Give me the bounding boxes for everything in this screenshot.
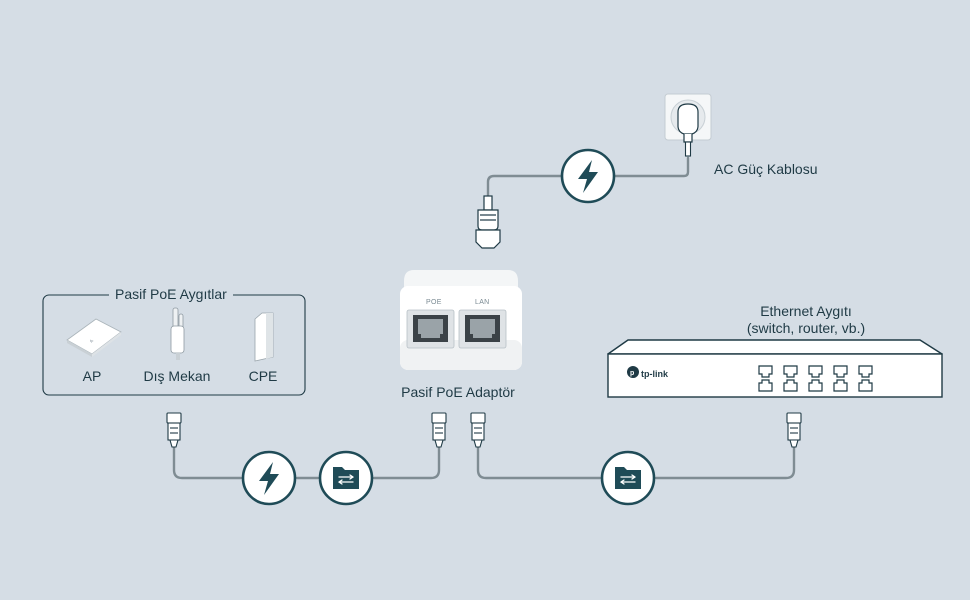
ethernet-device-label: Ethernet Aygıtı (760, 303, 852, 319)
switch-brand-logo: tp-link (641, 369, 668, 379)
ac-cable (612, 156, 690, 178)
poe-adapter-icon (400, 270, 522, 370)
data-folder-icon (600, 450, 656, 506)
lan-cable (476, 444, 602, 480)
poe-devices-group-title: Pasif PoE Aygıtlar (109, 286, 233, 302)
device-label-cpe: CPE (248, 368, 278, 384)
rj45-plug-icon (470, 412, 486, 448)
lan-cable-2 (654, 444, 796, 480)
adapter-port-label-lan: LAN (475, 299, 490, 306)
cpe-icon (254, 312, 274, 362)
switch-ports (758, 365, 873, 392)
data-folder-icon (318, 450, 374, 506)
rj45-plug-icon (431, 412, 447, 448)
device-label-outdoor: Dış Mekan (143, 368, 211, 384)
adapter-port-label-poe: POE (426, 299, 442, 306)
wall-outlet-icon (664, 93, 712, 157)
power-cord-label: AC Güç Kablosu (714, 161, 818, 177)
ethernet-switch-icon: p (607, 339, 943, 398)
access-point-icon: tp (66, 318, 122, 357)
ethernet-device-sublabel: (switch, router, vb.) (746, 320, 866, 336)
power-icon (241, 450, 297, 506)
power-icon (560, 148, 616, 204)
iec-connector-icon (475, 195, 501, 249)
svg-text:p: p (630, 370, 634, 377)
device-label-ap: AP (82, 368, 102, 384)
ac-cable-2 (486, 174, 564, 200)
svg-text:tp: tp (90, 338, 94, 343)
outdoor-ap-icon (170, 307, 185, 360)
poe-cable-3 (372, 444, 441, 480)
poe-cable (172, 444, 243, 480)
rj45-plug-icon (786, 412, 802, 448)
adapter-label: Pasif PoE Adaptör (401, 384, 515, 400)
rj45-plug-icon (166, 412, 182, 448)
